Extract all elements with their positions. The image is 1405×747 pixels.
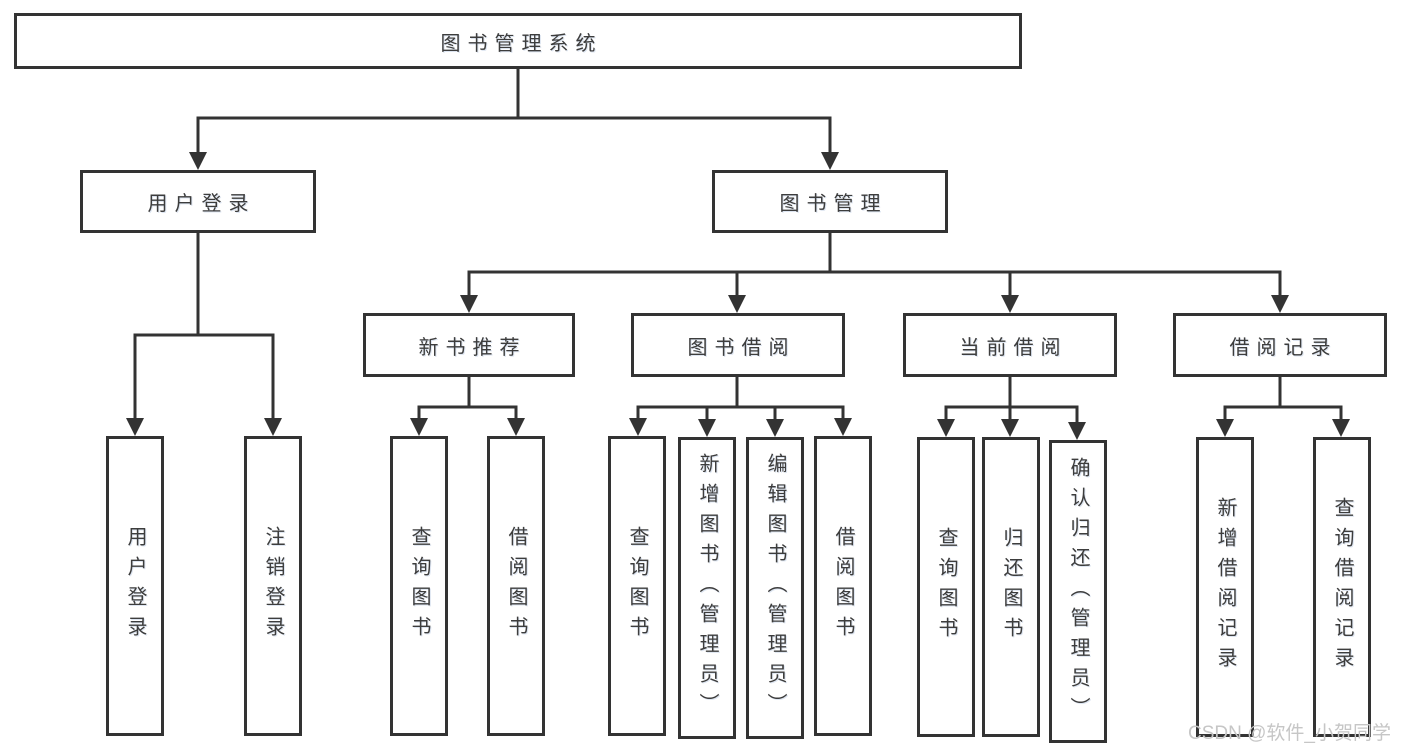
connector-book-borrow-branch bbox=[629, 377, 852, 437]
connector-borrow-records-branch bbox=[1216, 377, 1350, 437]
leaf-query-books: 查询图书 bbox=[608, 436, 666, 736]
leaf-label: 查询图书 bbox=[935, 527, 957, 647]
node-current-borrow: 当前借阅 bbox=[903, 313, 1117, 377]
leaf-label: 借阅图书 bbox=[505, 526, 527, 646]
leaf-query-books: 查询图书 bbox=[390, 436, 448, 736]
leaf-label: 查询图书 bbox=[408, 526, 430, 646]
leaf-add-book-admin: 新增图书（管理员） bbox=[678, 437, 736, 739]
node-library-system: 图书管理系统 bbox=[14, 13, 1022, 69]
leaf-return-books: 归还图书 bbox=[982, 437, 1040, 737]
node-user-login: 用户登录 bbox=[80, 170, 316, 233]
connector-book-management-branch bbox=[460, 233, 1289, 313]
connector-new-book-branch bbox=[410, 377, 525, 436]
leaf-label: 归还图书 bbox=[1000, 527, 1022, 647]
csdn-watermark: CSDN @软件_小贺同学 bbox=[1188, 723, 1391, 744]
leaf-borrow-books: 借阅图书 bbox=[814, 436, 872, 736]
node-new-book-recommend: 新书推荐 bbox=[363, 313, 575, 377]
leaf-label: 查询借阅记录 bbox=[1331, 497, 1353, 677]
leaf-label: 用户登录 bbox=[124, 526, 146, 646]
leaf-logout: 注销登录 bbox=[244, 436, 302, 736]
node-book-borrow: 图书借阅 bbox=[631, 313, 845, 377]
leaf-label: 新增借阅记录 bbox=[1214, 497, 1236, 677]
leaf-edit-book-admin: 编辑图书（管理员） bbox=[746, 437, 804, 739]
leaf-user-login: 用户登录 bbox=[106, 436, 164, 736]
leaf-label: 借阅图书 bbox=[832, 526, 854, 646]
node-book-management: 图书管理 bbox=[712, 170, 948, 233]
leaf-label: 注销登录 bbox=[262, 526, 284, 646]
leaf-add-borrow-record: 新增借阅记录 bbox=[1196, 437, 1254, 737]
leaf-label: 编辑图书（管理员） bbox=[764, 453, 786, 723]
leaf-query-books: 查询图书 bbox=[917, 437, 975, 737]
connector-root-branch bbox=[189, 69, 839, 170]
leaf-query-borrow-record: 查询借阅记录 bbox=[1313, 437, 1371, 737]
leaf-confirm-return-admin: 确认归还（管理员） bbox=[1049, 440, 1107, 743]
node-borrow-records: 借阅记录 bbox=[1173, 313, 1387, 377]
connector-user-login-branch bbox=[126, 233, 282, 436]
leaf-label: 确认归还（管理员） bbox=[1067, 456, 1089, 727]
leaf-label: 查询图书 bbox=[626, 526, 648, 646]
leaf-borrow-books: 借阅图书 bbox=[487, 436, 545, 736]
leaf-label: 新增图书（管理员） bbox=[696, 453, 718, 723]
connector-current-borrow-branch bbox=[937, 377, 1086, 440]
